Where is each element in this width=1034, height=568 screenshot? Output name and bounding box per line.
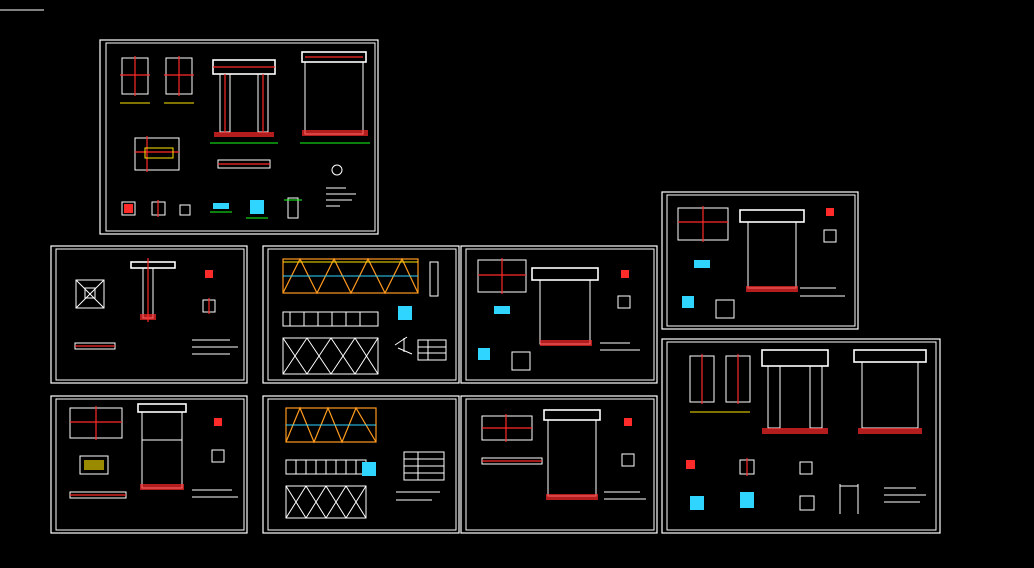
sheet-portal-frame-b[interactable] (460, 245, 658, 384)
sheet-portal-frame-d[interactable] (460, 395, 658, 534)
sheet-truss-elevation-a[interactable] (262, 245, 460, 384)
sheet-column-detail[interactable] (50, 245, 248, 384)
sheet-portal-frame-main[interactable] (99, 39, 379, 235)
sheet-column-detail-b[interactable] (50, 395, 248, 534)
sheet-portal-frame-c[interactable] (661, 191, 859, 330)
sheet-truss-elevation-b[interactable] (262, 395, 460, 534)
sheet-portal-frame-large[interactable] (661, 338, 941, 534)
notes-block (326, 187, 356, 207)
